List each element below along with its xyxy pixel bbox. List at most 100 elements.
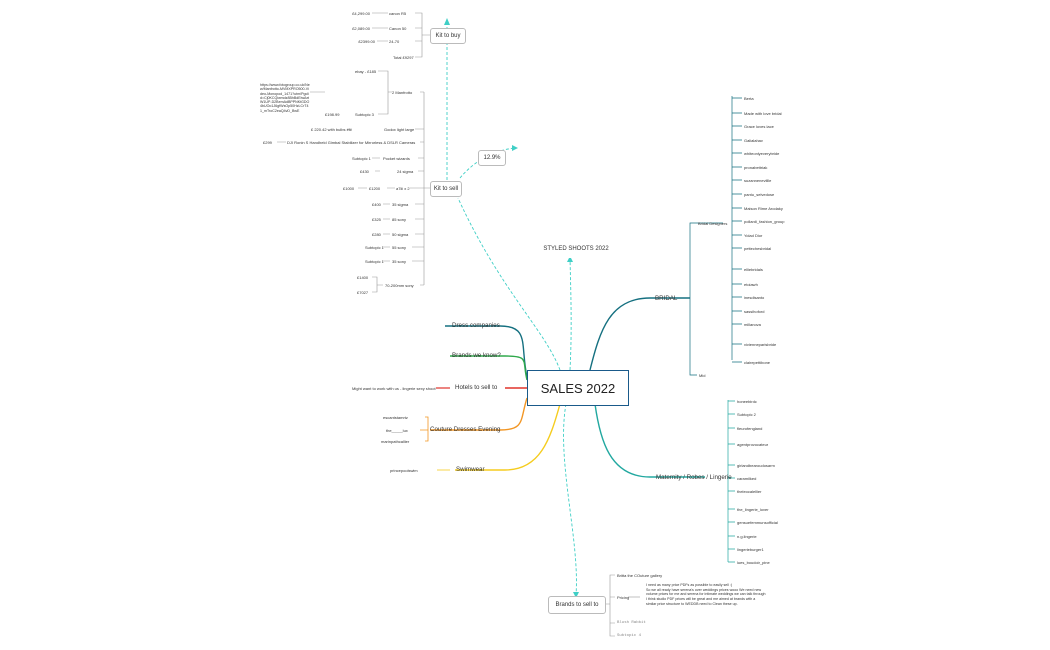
kit-buy-name-3: 24-70 [389, 39, 400, 44]
godox-light: Godox light large [384, 127, 415, 132]
pricing-note-line-3: volume prices for me and serena for inti… [646, 592, 766, 597]
maternity-item[interactable]: honeebirdc [737, 399, 757, 404]
dji-ronin: DJI Ronin S Handheld Gimbal Stabilizer f… [287, 140, 416, 145]
arrow-kit-to-buy [444, 18, 450, 25]
arrow-brands [573, 592, 579, 598]
pocket-sub: Subtopic 1 [352, 156, 371, 161]
branch-couture[interactable]: Couture Dresses Evening [430, 426, 501, 433]
pricing-note-line-4: I think studio PDF prices will be great … [646, 597, 756, 602]
arrow-percent [512, 145, 518, 151]
bridal-designer-item[interactable]: Grace loves lace [744, 124, 774, 129]
couture-child-2: the_____lux [386, 428, 408, 433]
hotels-note: Might want to work with us - lingerie se… [352, 386, 436, 391]
brands-subtopic-4: Subtopic 4 [617, 634, 642, 638]
bridal-designer-item[interactable]: millanova [744, 322, 761, 327]
sony-55: 55 sony [392, 245, 407, 250]
edge-couture-children [420, 416, 429, 442]
dji-price: £299 [263, 140, 272, 145]
maternity-item[interactable]: n.g.lingerie [737, 534, 757, 539]
sony-70-price-1: £1400 [357, 275, 369, 280]
edge-percent [459, 147, 516, 179]
kit-to-sell-node[interactable]: Kit to sell [430, 181, 462, 197]
maternity-item[interactable]: theleocalellier [737, 489, 762, 494]
styled-shoots-node[interactable]: STYLED SHOOTS 2022 [540, 240, 612, 258]
ebay-price: ebay - £185 [355, 69, 377, 74]
branch-swimwear[interactable]: Swimwear [456, 466, 485, 473]
bridal-designer-item[interactable]: pettechesbridal [744, 246, 772, 251]
pricing-note-line-2: So we all ready have serena's over weddi… [646, 587, 762, 592]
sony-70-price-2: £7027 [357, 290, 369, 295]
bridal-designer-item[interactable]: pantu_selvedose [744, 192, 775, 197]
branch-brands-we-know[interactable]: Brands we know? [452, 352, 501, 359]
a7iii: a7iii x 2 [396, 186, 410, 191]
pricing-note-line-5: similar price structure to WEDDB need to… [646, 601, 738, 606]
sigma-24: 24 sigma [397, 169, 414, 174]
kit-buy-name-1: canon R5 [389, 11, 407, 16]
bridal-designer-item[interactable]: vivienneparisbride [744, 342, 777, 347]
a7iii-price-1: £1200 [369, 186, 381, 191]
couture-child-3: marinpathcallier [381, 439, 410, 444]
maternity-item[interactable]: Subtopic 2 [737, 412, 756, 417]
pricing-note: I need as many price PDFs as possible to… [646, 583, 806, 607]
godox-price: £ 220.42 with bulbs etc [311, 127, 352, 132]
maternity-item[interactable]: lues_boudoir_pine [737, 560, 770, 565]
maternity-item[interactable]: lingerieburger1 [737, 547, 764, 552]
edge-kit-to-sell [457, 197, 561, 371]
a7iii-price-2: £1000 [343, 186, 355, 191]
maternity-item[interactable]: fleurofengland [737, 426, 763, 431]
swimwear-child: princepoolswim [390, 468, 418, 473]
arrow-styled [567, 256, 573, 262]
sony-70-200: 70-200mm sony [385, 283, 414, 288]
branch-dress-companies[interactable]: Dress companies [452, 322, 500, 329]
bridal-designer-item[interactable]: pollardi_fashion_group [744, 219, 785, 224]
sigma-35: 35 sigma [392, 202, 409, 207]
pricing-note-line-1: I need as many price PDFs as possible to… [646, 583, 733, 587]
bridal-designer-item[interactable]: sassihoford [744, 309, 765, 314]
bridal-designer-item[interactable]: elliebridals [744, 267, 763, 272]
sigma-35-price: £400 [372, 202, 381, 207]
bridal-designer-item[interactable]: Maison Rime Arodaky [744, 206, 783, 211]
price-198: £198.99 [325, 112, 340, 117]
bridal-designer-item[interactable]: inesdisanto [744, 295, 765, 300]
brands-to-sell-node[interactable]: Brands to sell to [548, 596, 606, 614]
bridal-designer-item[interactable]: pronabettriak [744, 165, 768, 170]
bridal-designer-item[interactable]: etoiawh [744, 282, 758, 287]
maternity-item[interactable]: girlandbearoudosarm [737, 463, 775, 468]
sony-85: 85 sony [392, 217, 407, 222]
manfrotto-url: https://www.fotogroup.co.uk/New/Manfrott… [260, 83, 310, 113]
bridal-designers: Bridal Designers [698, 221, 728, 226]
brands-blush-rabbit: Blush Rabbit [617, 621, 646, 625]
percent-node[interactable]: 12.9% [478, 150, 506, 166]
manfrotto: 2 Manfrotto [392, 90, 413, 95]
sony-35-sub: Subtopic 1 [365, 259, 384, 264]
bridal-designer-item[interactable]: clairepettibone [744, 360, 771, 365]
maternity-item[interactable]: agentprovocateur [737, 442, 769, 447]
sigma-50-price: £280 [372, 232, 381, 237]
kit-buy-name-2: Canon 50 [389, 26, 407, 31]
central-topic[interactable]: SALES 2022 [527, 370, 629, 406]
maternity-item[interactable]: the_lingerie_lover [737, 507, 769, 512]
edge-maternity [594, 403, 705, 478]
sony-35: 35 sony [392, 259, 407, 264]
edge-brands-to-sell [563, 403, 577, 596]
pocket-wizards: Pocket wizards [383, 156, 410, 161]
bridal-designer-item[interactable]: Yolad Dior [744, 233, 763, 238]
bridal-designer-item[interactable]: Berta [744, 96, 754, 101]
bridal-designer-item[interactable]: suzannenevillle [744, 178, 772, 183]
edge-bridal [589, 297, 690, 371]
maternity-item[interactable]: gensuefemmunsofficial [737, 520, 778, 525]
kit-buy-price-3: £2399.00 [358, 39, 375, 44]
bridal-designer-item[interactable]: whiteonlyeverybride [744, 151, 780, 156]
edge-swimwear [455, 403, 561, 471]
edge-brands-know [450, 355, 528, 381]
branch-maternity[interactable]: Maternity / Robes / Lingerie [656, 474, 732, 481]
branch-hotels[interactable]: Hotels to sell to [455, 384, 498, 391]
kit-to-buy-node[interactable]: Kit to buy [430, 28, 466, 44]
bridal-designer-item[interactable]: Made with love bridal [744, 111, 782, 116]
bridal-designer-item[interactable]: Galialahav [744, 138, 763, 143]
branch-bridal[interactable]: BRIDAL [655, 295, 678, 302]
maternity-item[interactable]: caramilked [737, 476, 757, 481]
kit-buy-total: Total £9297 [393, 55, 414, 60]
sony-55-sub: Subtopic 1 [365, 245, 384, 250]
